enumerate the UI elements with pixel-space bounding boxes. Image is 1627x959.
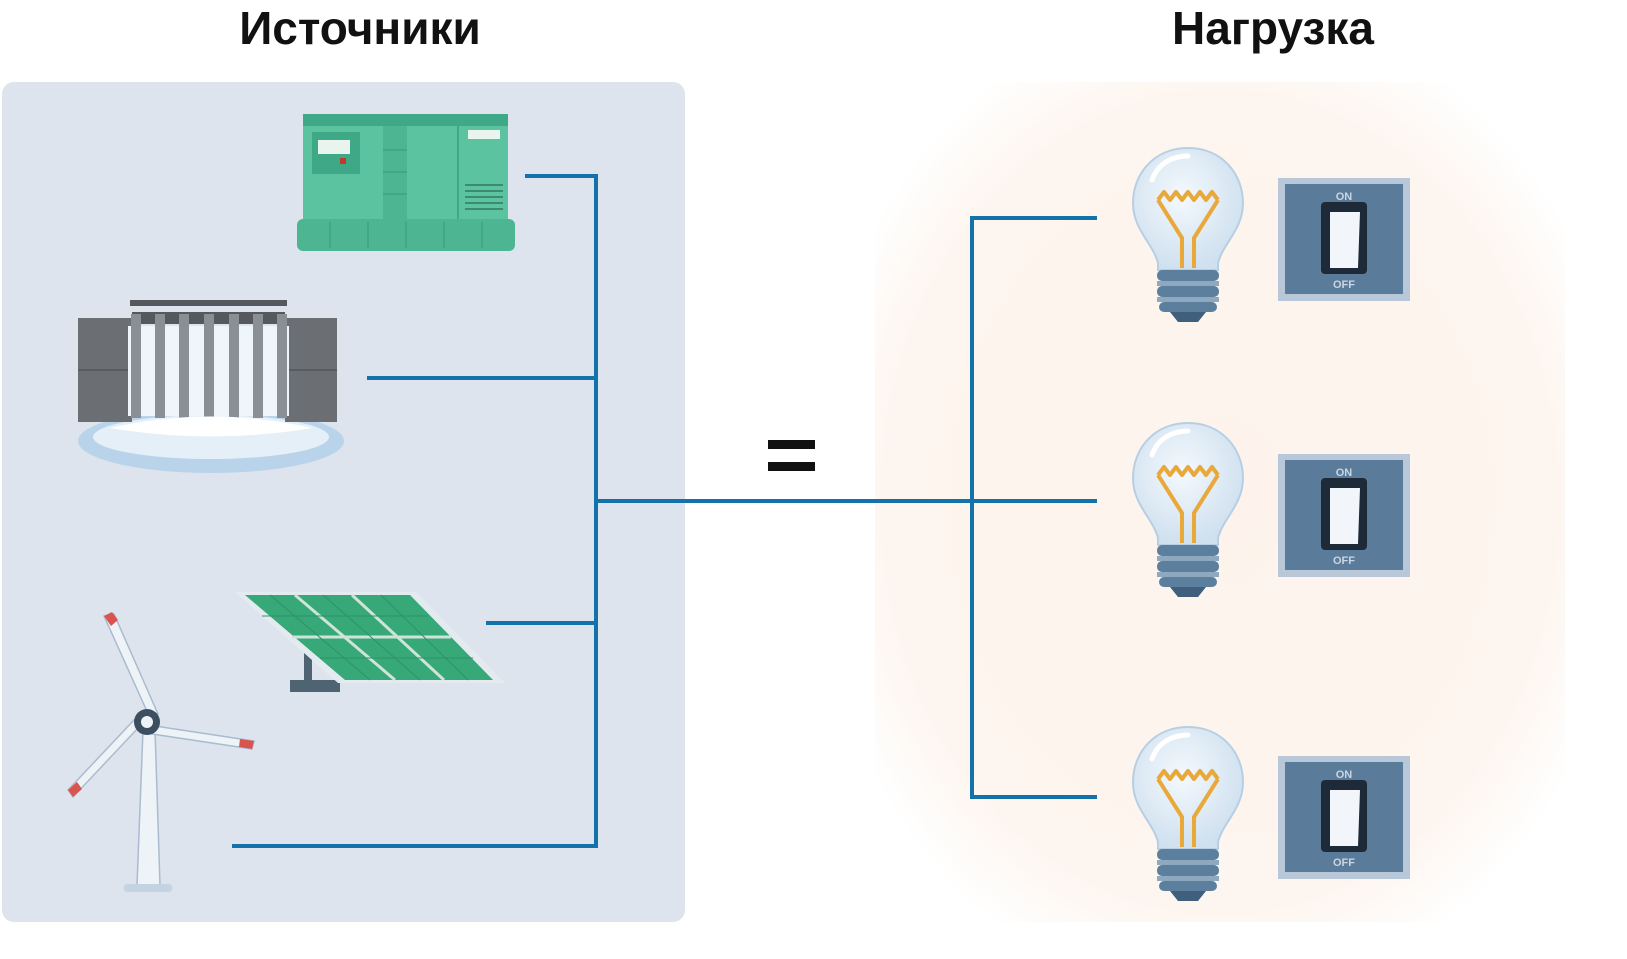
- equals-sign: [768, 440, 815, 471]
- sources-heading: Источники: [239, 2, 481, 54]
- sources-panel: [2, 82, 685, 922]
- wind-turbine-icon: [67, 612, 255, 892]
- source-bus-wire: [232, 174, 598, 848]
- light-switch-2[interactable]: ON OFF: [1278, 454, 1410, 577]
- switch-off-label: OFF: [1333, 857, 1355, 869]
- solar-panel-icon: [235, 592, 505, 692]
- switch-on-label: ON: [1336, 467, 1353, 479]
- diesel-generator-icon: [297, 114, 515, 251]
- switch-on-label: ON: [1336, 769, 1353, 781]
- load-bus-wire: [970, 216, 1097, 799]
- wiring: [232, 174, 1097, 848]
- load-heading: Нагрузка: [1172, 2, 1374, 54]
- light-switch-3[interactable]: ON OFF: [1278, 756, 1410, 879]
- switch-on-label: ON: [1336, 191, 1353, 203]
- hydro-dam-icon: [78, 300, 344, 473]
- switch-off-label: OFF: [1333, 279, 1355, 291]
- switch-off-label: OFF: [1333, 555, 1355, 567]
- light-switch-1[interactable]: ON OFF: [1278, 178, 1410, 301]
